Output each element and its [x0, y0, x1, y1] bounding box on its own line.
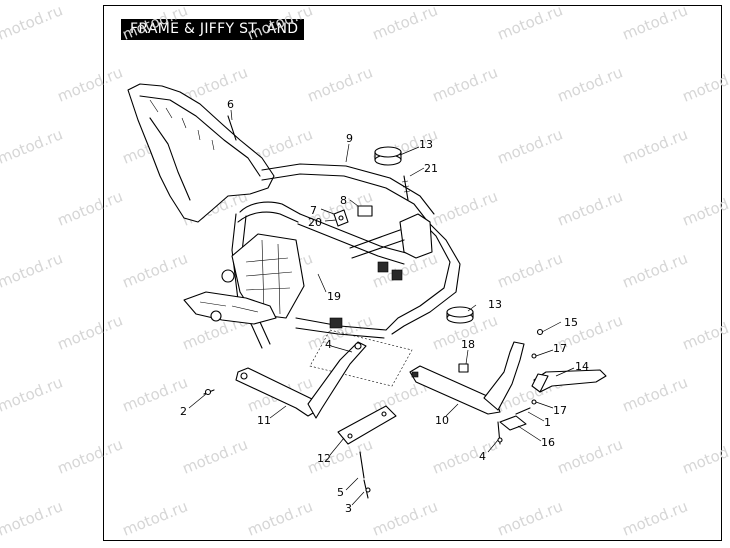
- washer-5: [359, 451, 365, 479]
- screw-15: [536, 328, 544, 336]
- watermark-text: motod.ru: [370, 497, 441, 539]
- watermark-text: motod.ru: [495, 1, 566, 43]
- support-bracket-11: [235, 341, 367, 419]
- callout-2: 2: [180, 405, 187, 418]
- callout-1: 1: [544, 416, 551, 429]
- clip-16: [499, 415, 527, 431]
- callout-4b: 4: [325, 338, 332, 351]
- callout-12: 12: [317, 452, 331, 465]
- plate-12: [337, 405, 397, 445]
- watermark-text: motod.ru: [555, 435, 626, 477]
- watermark-text: motod.ru: [0, 125, 65, 167]
- screw-17-upper: [531, 353, 537, 359]
- clip-7-20: [333, 209, 349, 227]
- diagram-frame: [103, 5, 722, 541]
- diagram-title: FRAME & JIFFY ST AND: [121, 19, 304, 40]
- watermark-text: motod.ru: [55, 63, 126, 105]
- callout-13b: 13: [488, 298, 502, 311]
- callout-17a: 17: [553, 342, 567, 355]
- callout-7: 7: [310, 204, 317, 217]
- bolt-6: [227, 115, 237, 141]
- watermark-text: motod.ru: [620, 125, 691, 167]
- watermark-text: motod.ru: [680, 63, 730, 105]
- watermark-text: motod.ru: [120, 249, 191, 291]
- watermark-text: motod.ru: [305, 63, 376, 105]
- bearing-cup-13-upper: [374, 146, 402, 166]
- callout-19: 19: [327, 290, 341, 303]
- watermark-text: motod.ru: [120, 497, 191, 539]
- callout-9: 9: [346, 132, 353, 145]
- bolt-4: [497, 421, 503, 445]
- callout-3: 3: [345, 502, 352, 515]
- callout-labels: 6 9 13 21 8 7 20 19 13 15 18 17 14 17 1 …: [180, 98, 589, 515]
- callout-13: 13: [419, 138, 433, 151]
- callout-4a: 4: [479, 450, 486, 463]
- watermark-text: motod.ru: [680, 187, 730, 229]
- watermark-text: motod.ru: [495, 497, 566, 539]
- watermark-text: motod.ru: [0, 497, 65, 539]
- watermark-text: motod.ru: [620, 1, 691, 43]
- watermark-text: motod.ru: [245, 497, 316, 539]
- bolt-3: [363, 479, 371, 499]
- watermark-text: motod.ru: [0, 249, 65, 291]
- callout-21: 21: [424, 162, 438, 175]
- callout-6: 6: [227, 98, 234, 111]
- watermark-text: motod.ru: [495, 125, 566, 167]
- bolt-21: [401, 175, 411, 201]
- watermark-text: motod.ru: [620, 373, 691, 415]
- watermark-text: motod.ru: [370, 1, 441, 43]
- watermark-text: motod.ru: [245, 1, 316, 43]
- leader-lines: [188, 109, 575, 506]
- callout-8: 8: [340, 194, 347, 207]
- watermark-text: motod.ru: [55, 435, 126, 477]
- watermark-text: motod.ru: [305, 435, 376, 477]
- watermark-text: motod.ru: [55, 311, 126, 353]
- watermark-text: motod.ru: [180, 435, 251, 477]
- pin-1: [515, 407, 531, 415]
- jiffy-stand-bracket-10: [409, 341, 525, 415]
- callout-18: 18: [461, 338, 475, 351]
- callout-10: 10: [435, 414, 449, 427]
- block-18: [458, 363, 469, 373]
- watermark-text: motod.ru: [430, 435, 501, 477]
- watermark-text: motod.ru: [555, 187, 626, 229]
- callout-5: 5: [337, 486, 344, 499]
- watermark-text: motod.ru: [680, 435, 730, 477]
- watermark-text: motod.ru: [55, 187, 126, 229]
- main-frame: [127, 83, 461, 387]
- plate-8: [357, 205, 373, 217]
- watermark-text: motod.ru: [430, 187, 501, 229]
- bolt-2: [203, 388, 215, 396]
- jiffy-stand-leg-14: [531, 369, 607, 393]
- callout-17b: 17: [553, 404, 567, 417]
- callout-16: 16: [541, 436, 555, 449]
- watermark-text: motod.ru: [0, 373, 65, 415]
- watermark-text: motod.ru: [680, 311, 730, 353]
- callout-14: 14: [575, 360, 589, 373]
- watermark-text: motod.ru: [430, 63, 501, 105]
- watermark-text: motod.ru: [495, 249, 566, 291]
- callout-15: 15: [564, 316, 578, 329]
- watermark-text: motod.ru: [620, 249, 691, 291]
- watermark-text: motod.ru: [620, 497, 691, 539]
- screw-17-lower: [531, 399, 537, 405]
- callout-11: 11: [257, 414, 271, 427]
- watermark-text: motod.ru: [0, 1, 65, 43]
- callout-20: 20: [308, 216, 322, 229]
- bearing-cup-13-lower: [446, 306, 474, 324]
- watermark-text: motod.ru: [555, 63, 626, 105]
- watermark-text: motod.ru: [120, 1, 191, 43]
